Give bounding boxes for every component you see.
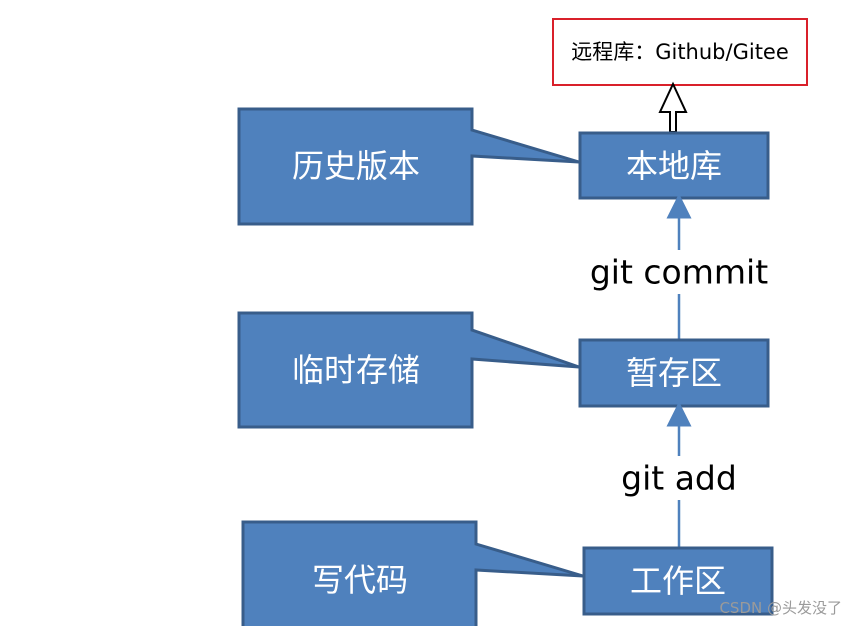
csdn-watermark: CSDN @头发没了	[719, 599, 842, 617]
local-repo-label: 本地库	[626, 147, 722, 185]
push-arrow-icon	[658, 81, 688, 133]
callout-write-code: 写代码	[241, 520, 584, 626]
local-repo-node: 本地库	[578, 131, 770, 200]
workspace-node: 工作区	[582, 546, 774, 616]
commit-command-label: git commit	[590, 253, 768, 292]
callout-temp-storage: 临时存储	[237, 311, 580, 429]
callout-temp-storage-label: 临时存储	[292, 351, 420, 389]
workspace-label: 工作区	[630, 562, 726, 600]
add-label-bg	[614, 456, 744, 500]
callout-history: 历史版本	[237, 107, 580, 226]
add-command-label: git add	[621, 459, 737, 498]
staging-label: 暂存区	[626, 354, 722, 392]
commit-label-bg	[586, 250, 772, 294]
staging-node: 暂存区	[578, 338, 770, 408]
remote-repo-node: 远程库：Github/Gitee	[552, 18, 808, 86]
callout-write-code-label: 写代码	[312, 561, 408, 599]
remote-repo-label: 远程库：Github/Gitee	[571, 40, 789, 64]
callout-history-label: 历史版本	[292, 147, 420, 185]
